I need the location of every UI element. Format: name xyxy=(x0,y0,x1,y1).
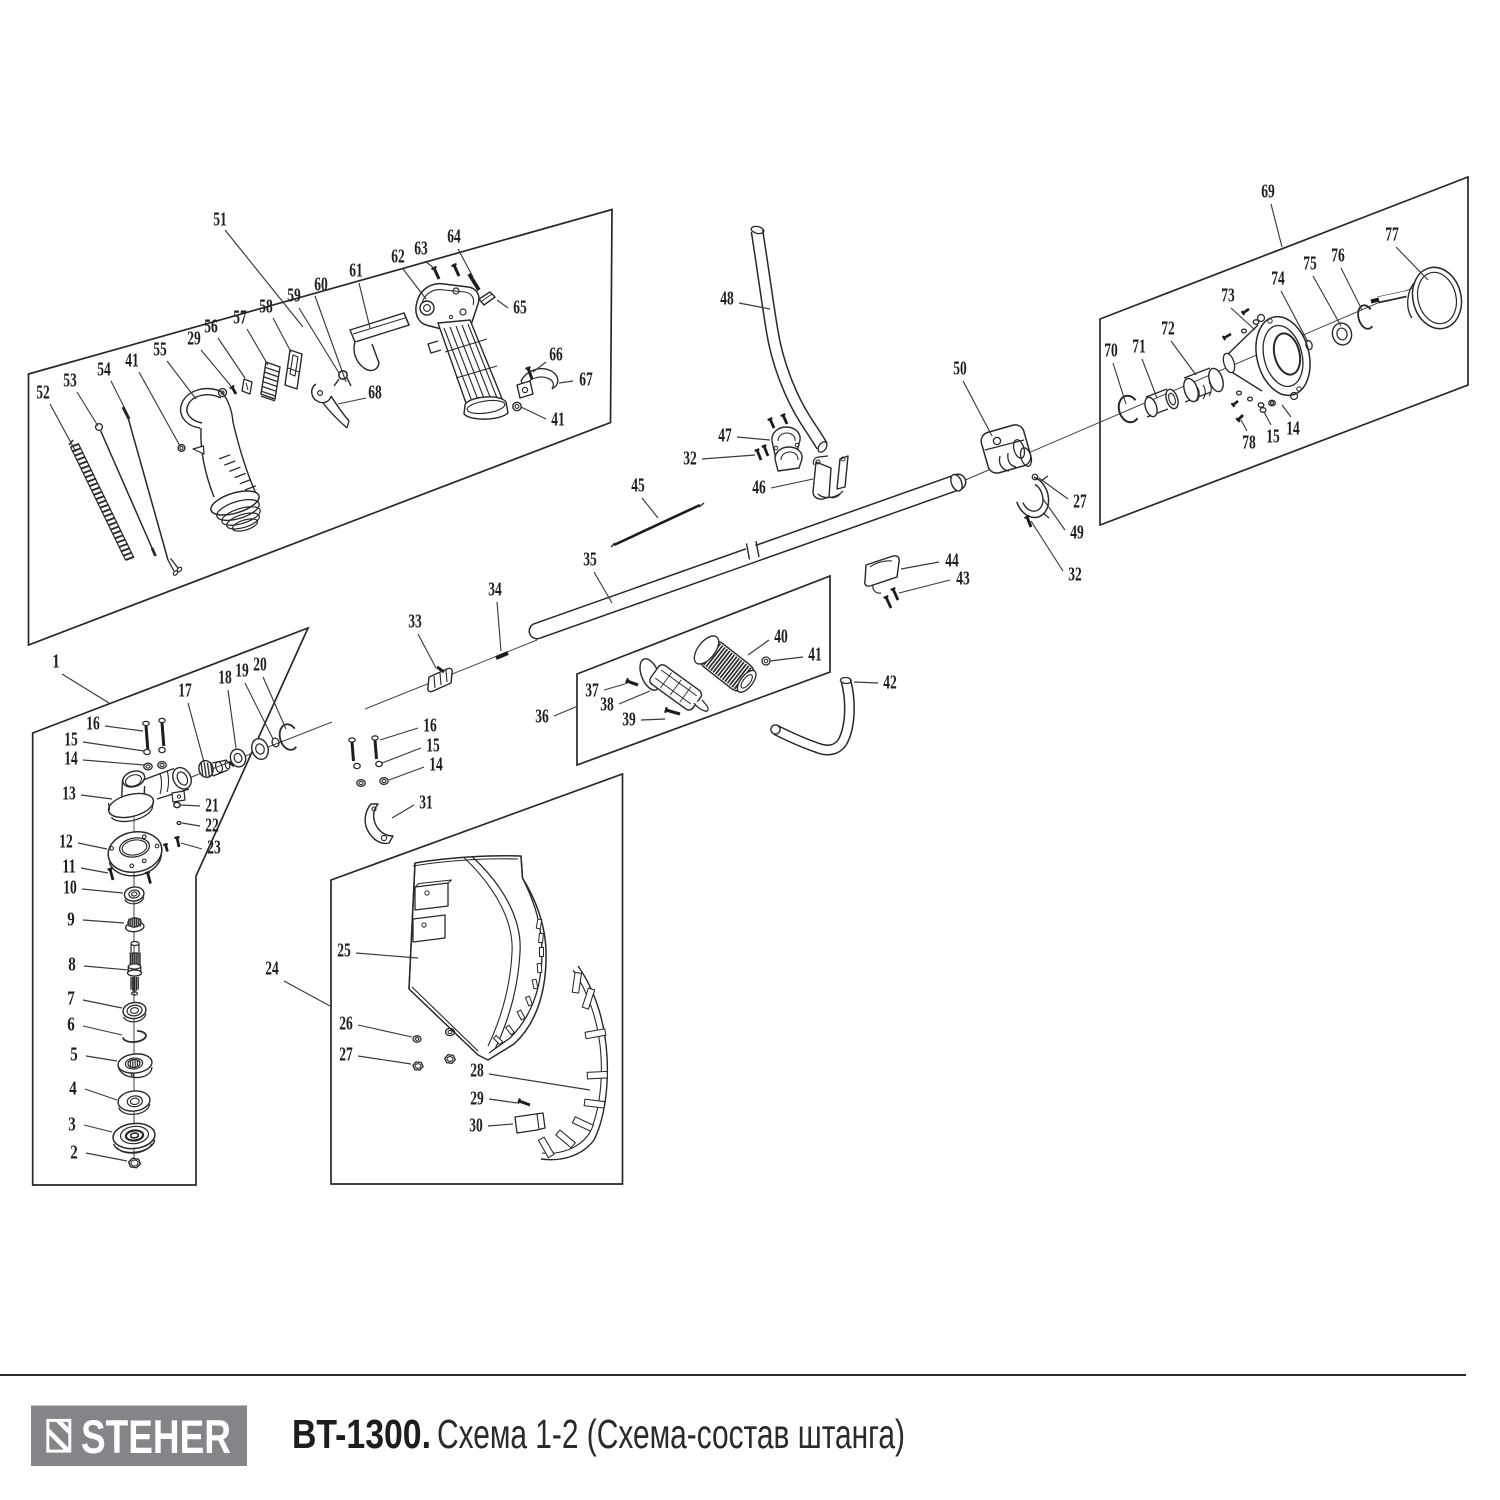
svg-text:55: 55 xyxy=(153,340,167,361)
svg-text:39: 39 xyxy=(622,710,636,731)
svg-text:10: 10 xyxy=(63,878,77,899)
svg-text:28: 28 xyxy=(470,1061,484,1082)
svg-text:1: 1 xyxy=(52,652,60,673)
svg-text:56: 56 xyxy=(204,317,218,338)
svg-text:75: 75 xyxy=(1303,254,1317,275)
svg-text:38: 38 xyxy=(600,695,614,716)
svg-text:9: 9 xyxy=(67,910,75,931)
svg-text:64: 64 xyxy=(447,227,461,248)
svg-text:3: 3 xyxy=(68,1115,76,1136)
svg-text:47: 47 xyxy=(718,426,732,447)
svg-text:11: 11 xyxy=(62,857,76,878)
svg-text:73: 73 xyxy=(1221,286,1235,307)
svg-text:50: 50 xyxy=(953,359,967,380)
svg-text:63: 63 xyxy=(414,239,428,260)
svg-text:69: 69 xyxy=(1261,182,1275,203)
svg-text:5: 5 xyxy=(70,1045,78,1066)
svg-text:70: 70 xyxy=(1104,341,1118,362)
svg-text:66: 66 xyxy=(549,345,563,366)
svg-text:15: 15 xyxy=(426,736,440,757)
svg-text:14: 14 xyxy=(429,755,443,776)
svg-text:19: 19 xyxy=(235,661,249,682)
svg-text:68: 68 xyxy=(368,383,382,404)
svg-text:27: 27 xyxy=(1073,492,1087,513)
svg-text:4: 4 xyxy=(69,1079,77,1100)
svg-text:20: 20 xyxy=(253,655,267,676)
svg-text:7: 7 xyxy=(67,989,75,1010)
svg-text:61: 61 xyxy=(349,261,363,282)
svg-text:25: 25 xyxy=(337,941,351,962)
svg-text:41: 41 xyxy=(125,351,139,372)
svg-text:72: 72 xyxy=(1161,319,1175,340)
svg-text:34: 34 xyxy=(488,580,502,601)
svg-text:BT-1300.: BT-1300. xyxy=(292,1411,431,1457)
svg-text:62: 62 xyxy=(391,247,405,268)
svg-text:32: 32 xyxy=(1068,565,1082,586)
svg-text:13: 13 xyxy=(62,784,76,805)
svg-text:77: 77 xyxy=(1385,225,1399,246)
svg-text:71: 71 xyxy=(1132,337,1146,358)
svg-text:22: 22 xyxy=(205,816,219,837)
svg-text:2: 2 xyxy=(70,1143,78,1164)
svg-text:16: 16 xyxy=(423,716,437,737)
svg-text:14: 14 xyxy=(1286,419,1300,440)
svg-text:23: 23 xyxy=(207,838,221,859)
svg-text:58: 58 xyxy=(259,297,273,318)
svg-text:37: 37 xyxy=(585,681,599,702)
svg-text:35: 35 xyxy=(583,550,597,571)
svg-text:29: 29 xyxy=(187,329,201,350)
svg-text:21: 21 xyxy=(205,796,219,817)
svg-text:54: 54 xyxy=(97,360,111,381)
svg-text:74: 74 xyxy=(1271,269,1285,290)
svg-text:27: 27 xyxy=(339,1045,353,1066)
svg-text:78: 78 xyxy=(1242,433,1256,454)
svg-text:36: 36 xyxy=(535,707,549,728)
svg-text:41: 41 xyxy=(551,410,565,431)
svg-text:76: 76 xyxy=(1331,246,1345,267)
svg-text:45: 45 xyxy=(631,476,645,497)
svg-text:42: 42 xyxy=(883,673,897,694)
svg-text:29: 29 xyxy=(470,1089,484,1110)
svg-text:33: 33 xyxy=(408,612,422,633)
svg-text:44: 44 xyxy=(945,551,959,572)
svg-text:46: 46 xyxy=(752,478,766,499)
svg-text:STEHER: STEHER xyxy=(81,1410,231,1463)
svg-text:57: 57 xyxy=(233,308,247,329)
svg-text:49: 49 xyxy=(1070,523,1084,544)
svg-text:32: 32 xyxy=(683,449,697,470)
svg-text:8: 8 xyxy=(68,955,76,976)
svg-text:52: 52 xyxy=(36,383,50,404)
svg-text:40: 40 xyxy=(774,627,788,648)
svg-text:65: 65 xyxy=(513,298,527,319)
svg-text:60: 60 xyxy=(314,275,328,296)
svg-text:43: 43 xyxy=(956,569,970,590)
svg-text:53: 53 xyxy=(63,371,77,392)
svg-text:15: 15 xyxy=(1266,427,1280,448)
svg-text:15: 15 xyxy=(64,730,78,751)
svg-text:30: 30 xyxy=(469,1116,483,1137)
svg-text:14: 14 xyxy=(64,749,78,770)
svg-text:41: 41 xyxy=(808,645,822,666)
svg-text:Схема 1-2 (Схема-состав штанга: Схема 1-2 (Схема-состав штанга) xyxy=(437,1411,905,1457)
svg-text:59: 59 xyxy=(287,286,301,307)
svg-text:12: 12 xyxy=(59,832,73,853)
svg-text:48: 48 xyxy=(720,289,734,310)
svg-text:16: 16 xyxy=(86,714,100,735)
svg-text:24: 24 xyxy=(265,959,279,980)
svg-text:17: 17 xyxy=(178,681,192,702)
svg-text:6: 6 xyxy=(67,1015,75,1036)
svg-text:18: 18 xyxy=(218,668,232,689)
svg-text:26: 26 xyxy=(339,1014,353,1035)
svg-text:51: 51 xyxy=(213,210,227,231)
svg-text:31: 31 xyxy=(419,793,433,814)
svg-text:67: 67 xyxy=(579,370,593,391)
